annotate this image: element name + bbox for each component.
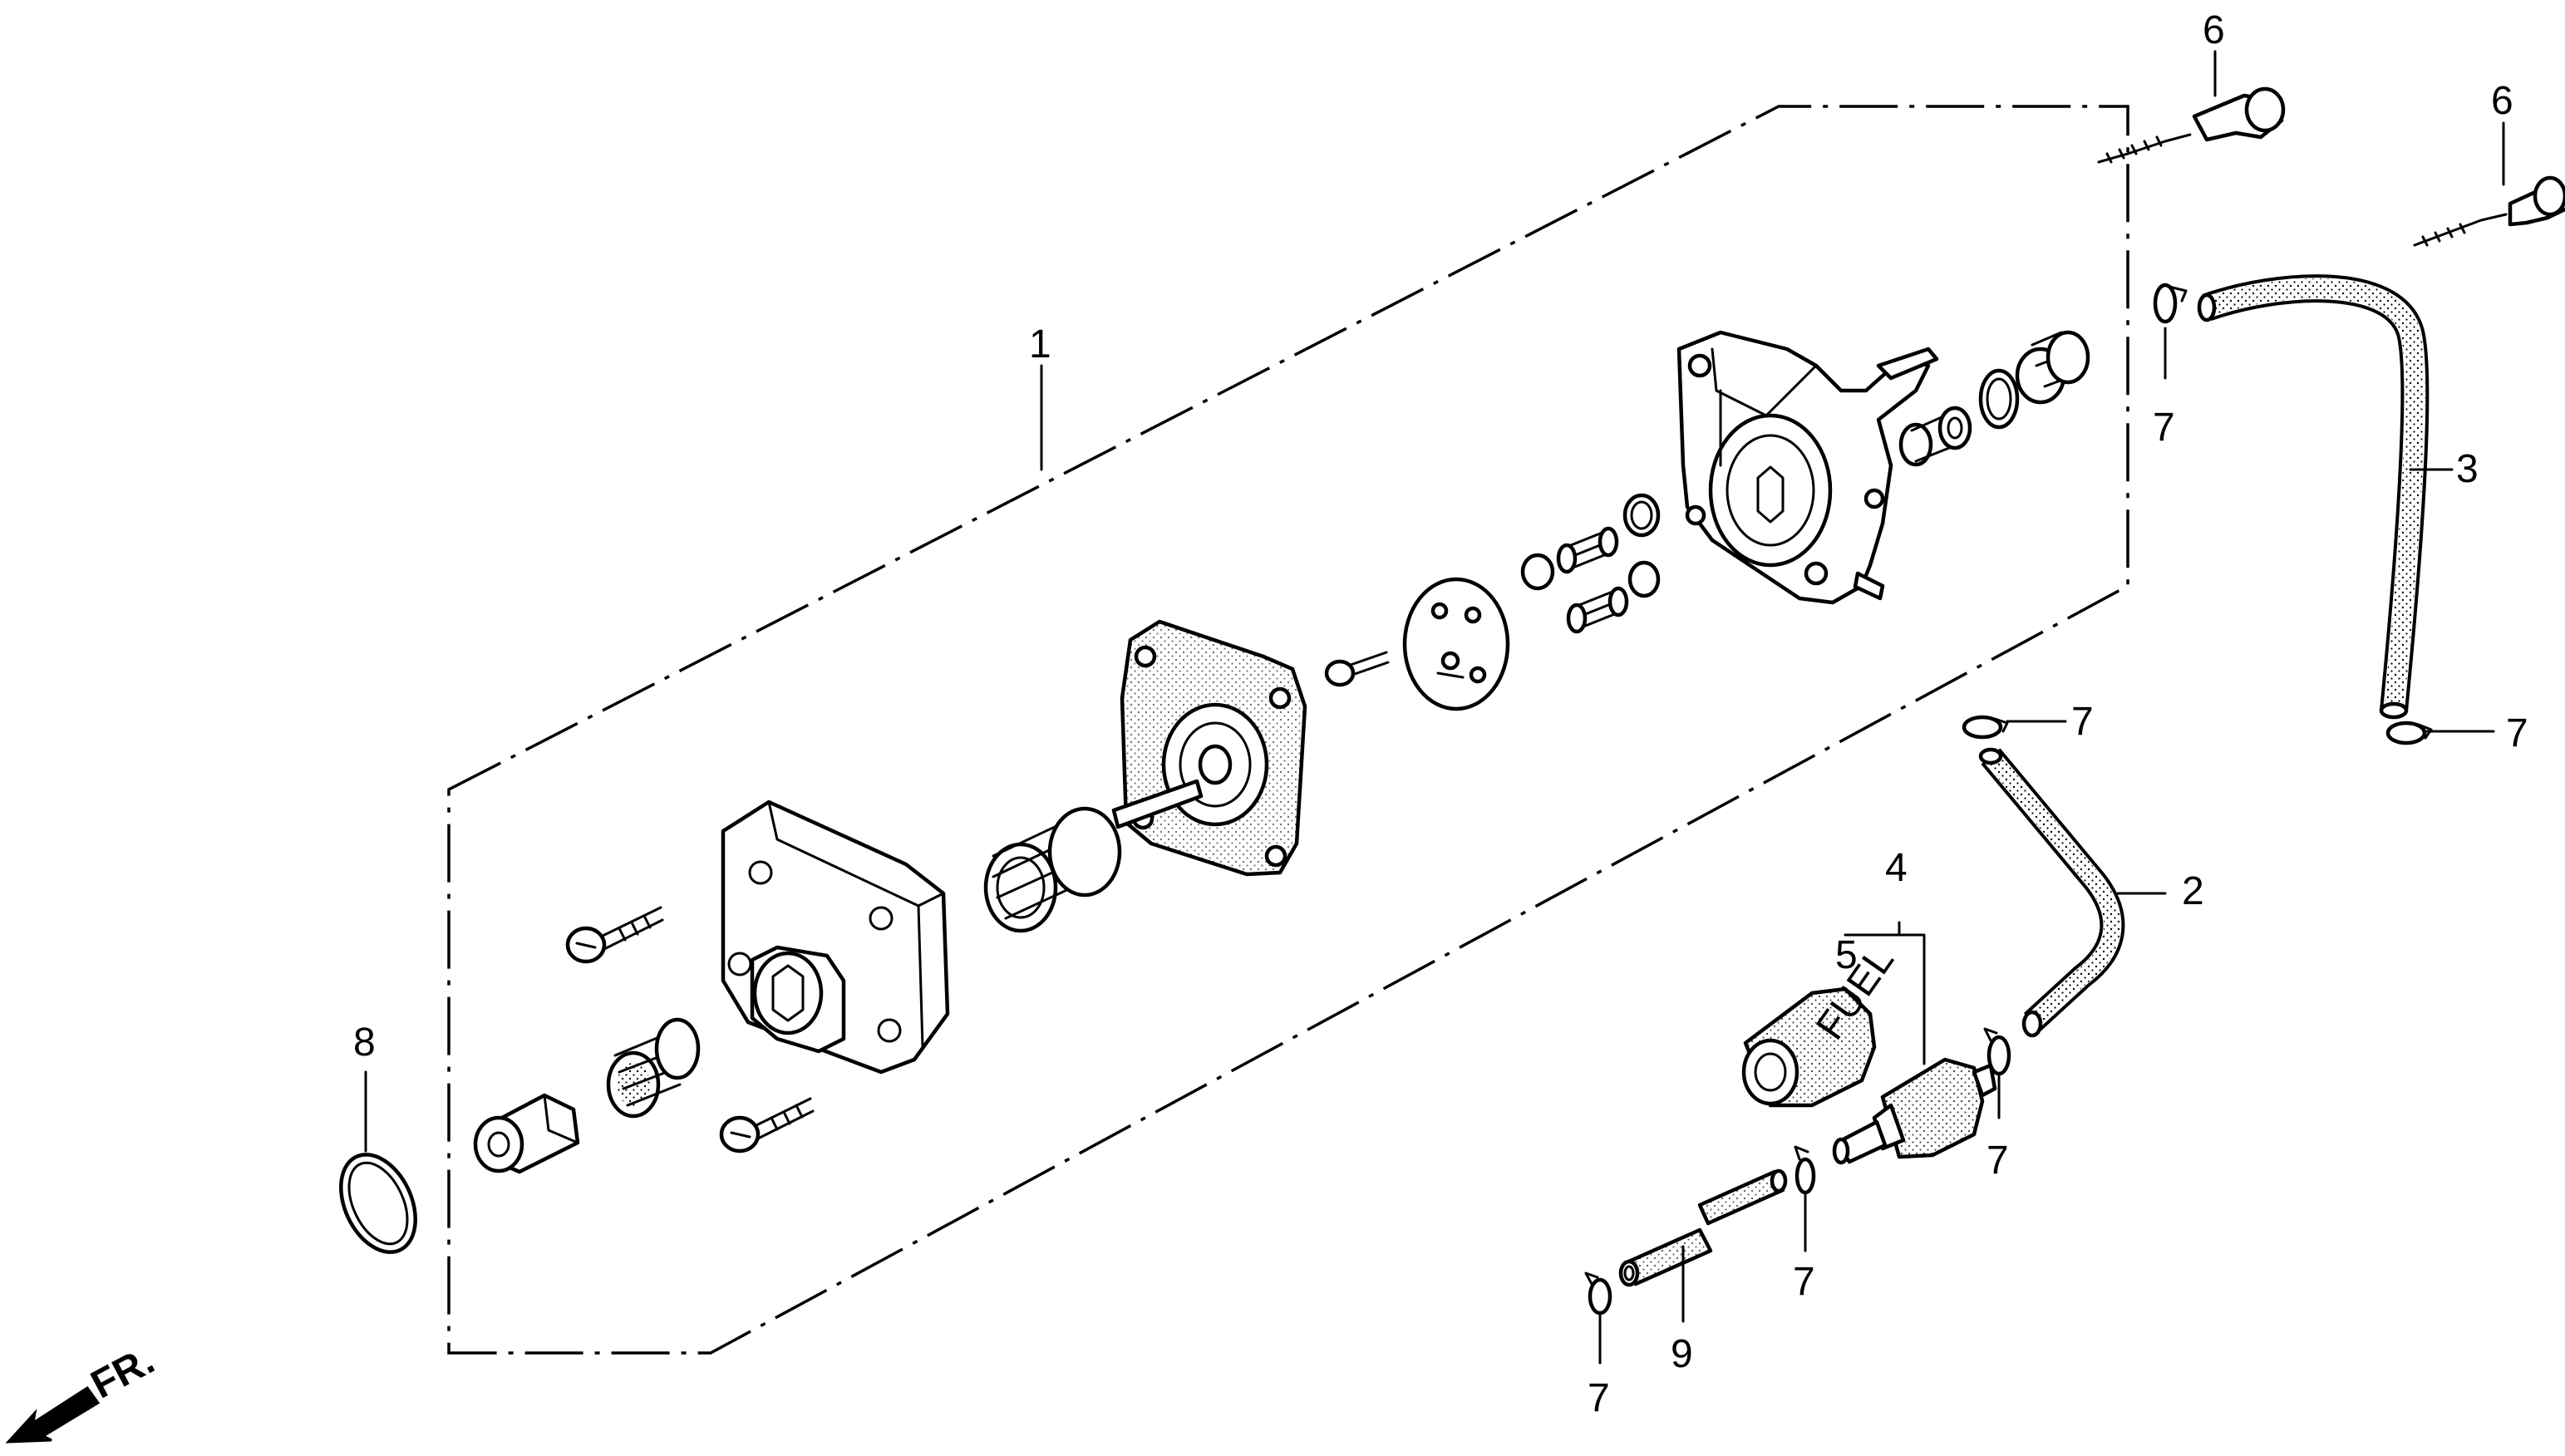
callout-7-hose3: 7 (2506, 711, 2528, 755)
inlet-fitting (1898, 406, 1972, 467)
fuel-hose-3 (2197, 274, 2430, 720)
callout-labels: 1 2 3 4 5 6 6 7 7 7 7 7 7 8 9 (353, 8, 2528, 1420)
front-arrow-icon (5, 1385, 101, 1444)
valve-plate (1402, 577, 1510, 711)
bolt-6b (2413, 175, 2565, 247)
valve-screw (1324, 651, 1390, 687)
callout-7-tube: 7 (1793, 1260, 1815, 1304)
bolt-6a (2097, 86, 2286, 164)
callout-7-top: 7 (2153, 406, 2175, 450)
fuel-hose-2 (1978, 747, 2125, 1038)
pump-housing (1676, 330, 1939, 605)
front-label: FR. (84, 1338, 161, 1407)
cover-screw-lower (719, 1097, 815, 1153)
cover-screw-upper (565, 906, 664, 964)
o-ring-lower (1627, 560, 1661, 598)
callout-7-bottom: 7 (1588, 1376, 1610, 1420)
assembly-outline (447, 105, 2129, 1355)
leader-lines (364, 50, 2505, 1365)
hose-clip-7d (1983, 1027, 2011, 1076)
inlet-cap (2015, 330, 2090, 405)
filter-cup-5: FUEL (1741, 939, 1903, 1108)
short-tube-9b (1618, 1227, 1713, 1287)
o-ring-8 (339, 1153, 417, 1254)
callout-6-upper: 6 (2203, 8, 2225, 52)
pump-cover (721, 799, 950, 1075)
callout-2: 2 (2182, 869, 2204, 913)
callout-7-hose2: 7 (2071, 700, 2094, 744)
callout-1: 1 (1029, 322, 1051, 366)
short-tube-9a (1697, 1168, 1788, 1226)
hose-clip-7b (1962, 715, 2009, 740)
hose-clip-7f (1584, 1272, 1612, 1316)
valve-spring-lower (1566, 586, 1629, 634)
o-ring-upper (1622, 493, 1661, 538)
check-valve-spring-left (606, 1017, 701, 1119)
callout-9: 9 (1671, 1332, 1693, 1376)
front-direction-marker: FR. (5, 1338, 161, 1444)
o-ring-small-left (1520, 553, 1555, 591)
callout-7-filter: 7 (1987, 1139, 2009, 1183)
fuel-filter-4 (1832, 1057, 1997, 1165)
diaphragm (1111, 619, 1307, 877)
callout-4: 4 (1885, 846, 1908, 890)
callout-6-right: 6 (2491, 79, 2513, 123)
hose-clip-7a (2153, 283, 2188, 324)
o-ring-right (1978, 368, 2020, 430)
callout-8: 8 (353, 1021, 376, 1065)
hose-clip-7e (1794, 1145, 1816, 1195)
diaphragm-spring (983, 806, 1122, 933)
callout-5: 5 (1835, 933, 1858, 977)
hose-clip-7c (2385, 721, 2433, 745)
callout-3: 3 (2456, 447, 2479, 491)
valve-plunger (473, 1093, 580, 1174)
valve-spring-upper (1556, 526, 1619, 574)
